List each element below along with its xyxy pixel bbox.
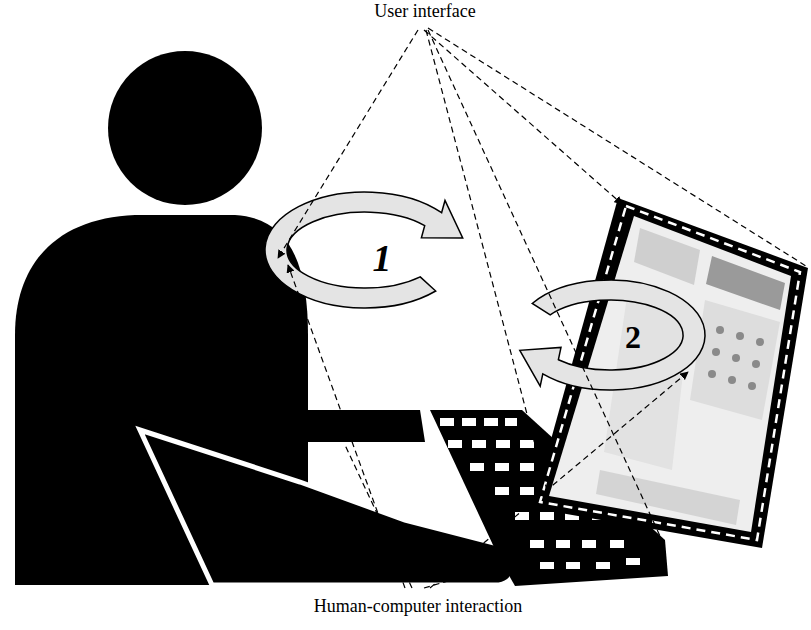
callout-number: 2 (625, 320, 641, 355)
curved-arrow (265, 192, 463, 308)
desk-item (290, 410, 425, 442)
callout-number: 1 (373, 238, 392, 280)
interface-label: User interface (371, 2, 478, 22)
curved-arrow (520, 280, 705, 390)
person-head (108, 51, 262, 205)
leader-lines (278, 28, 806, 588)
interaction-label: Human-computer interaction (311, 597, 525, 617)
